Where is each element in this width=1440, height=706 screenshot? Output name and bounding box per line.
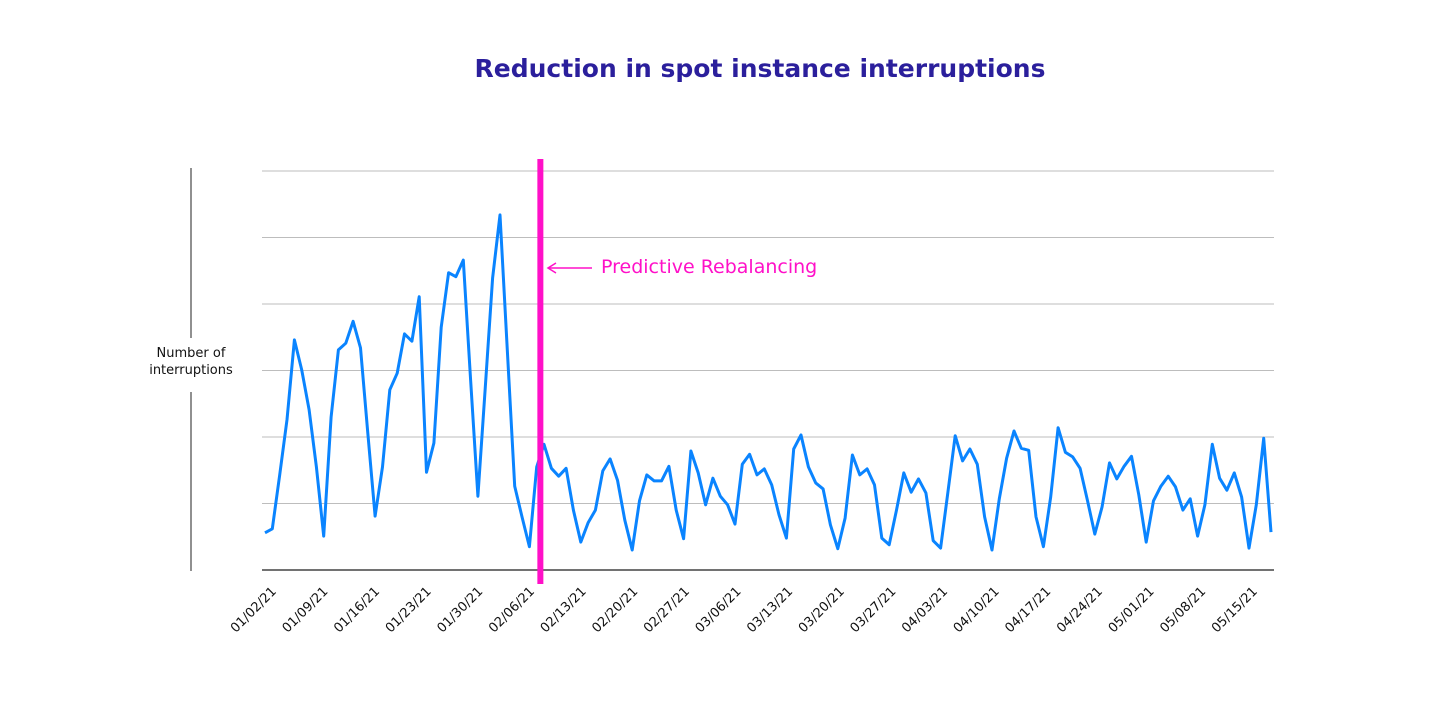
annotation-label: Predictive Rebalancing — [601, 256, 818, 278]
x-tick-label: 04/03/21 — [899, 584, 951, 636]
x-tick-label: 05/15/21 — [1209, 584, 1261, 636]
x-tick-label: 02/27/21 — [641, 584, 693, 636]
x-tick-label: 03/06/21 — [693, 584, 745, 636]
x-tick-label: 03/13/21 — [744, 584, 796, 636]
series-line-interruptions — [264, 213, 1273, 552]
x-tick-label: 04/17/21 — [1002, 584, 1054, 636]
x-tick-label: 01/30/21 — [434, 584, 486, 636]
x-tick-label: 04/10/21 — [951, 584, 1003, 636]
x-tick-label: 05/01/21 — [1106, 584, 1158, 636]
chart-title: Reduction in spot instance interruptions — [474, 54, 1046, 83]
x-tick-label: 02/06/21 — [486, 584, 538, 636]
x-tick-label: 02/20/21 — [589, 584, 641, 636]
y-axis-label: Number of interruptions — [149, 346, 233, 378]
x-tick-label: 05/08/21 — [1157, 584, 1209, 636]
x-tick-label: 01/09/21 — [280, 584, 332, 636]
x-tick-label: 04/24/21 — [1054, 584, 1106, 636]
x-tick-label: 01/23/21 — [383, 584, 435, 636]
annotation-arrow-icon — [546, 262, 592, 274]
x-tick-label: 03/27/21 — [848, 584, 900, 636]
x-tick-label: 02/13/21 — [538, 584, 590, 636]
x-tick-label: 01/16/21 — [331, 584, 383, 636]
x-tick-label: 01/02/21 — [228, 584, 280, 636]
x-tick-label: 03/20/21 — [796, 584, 848, 636]
